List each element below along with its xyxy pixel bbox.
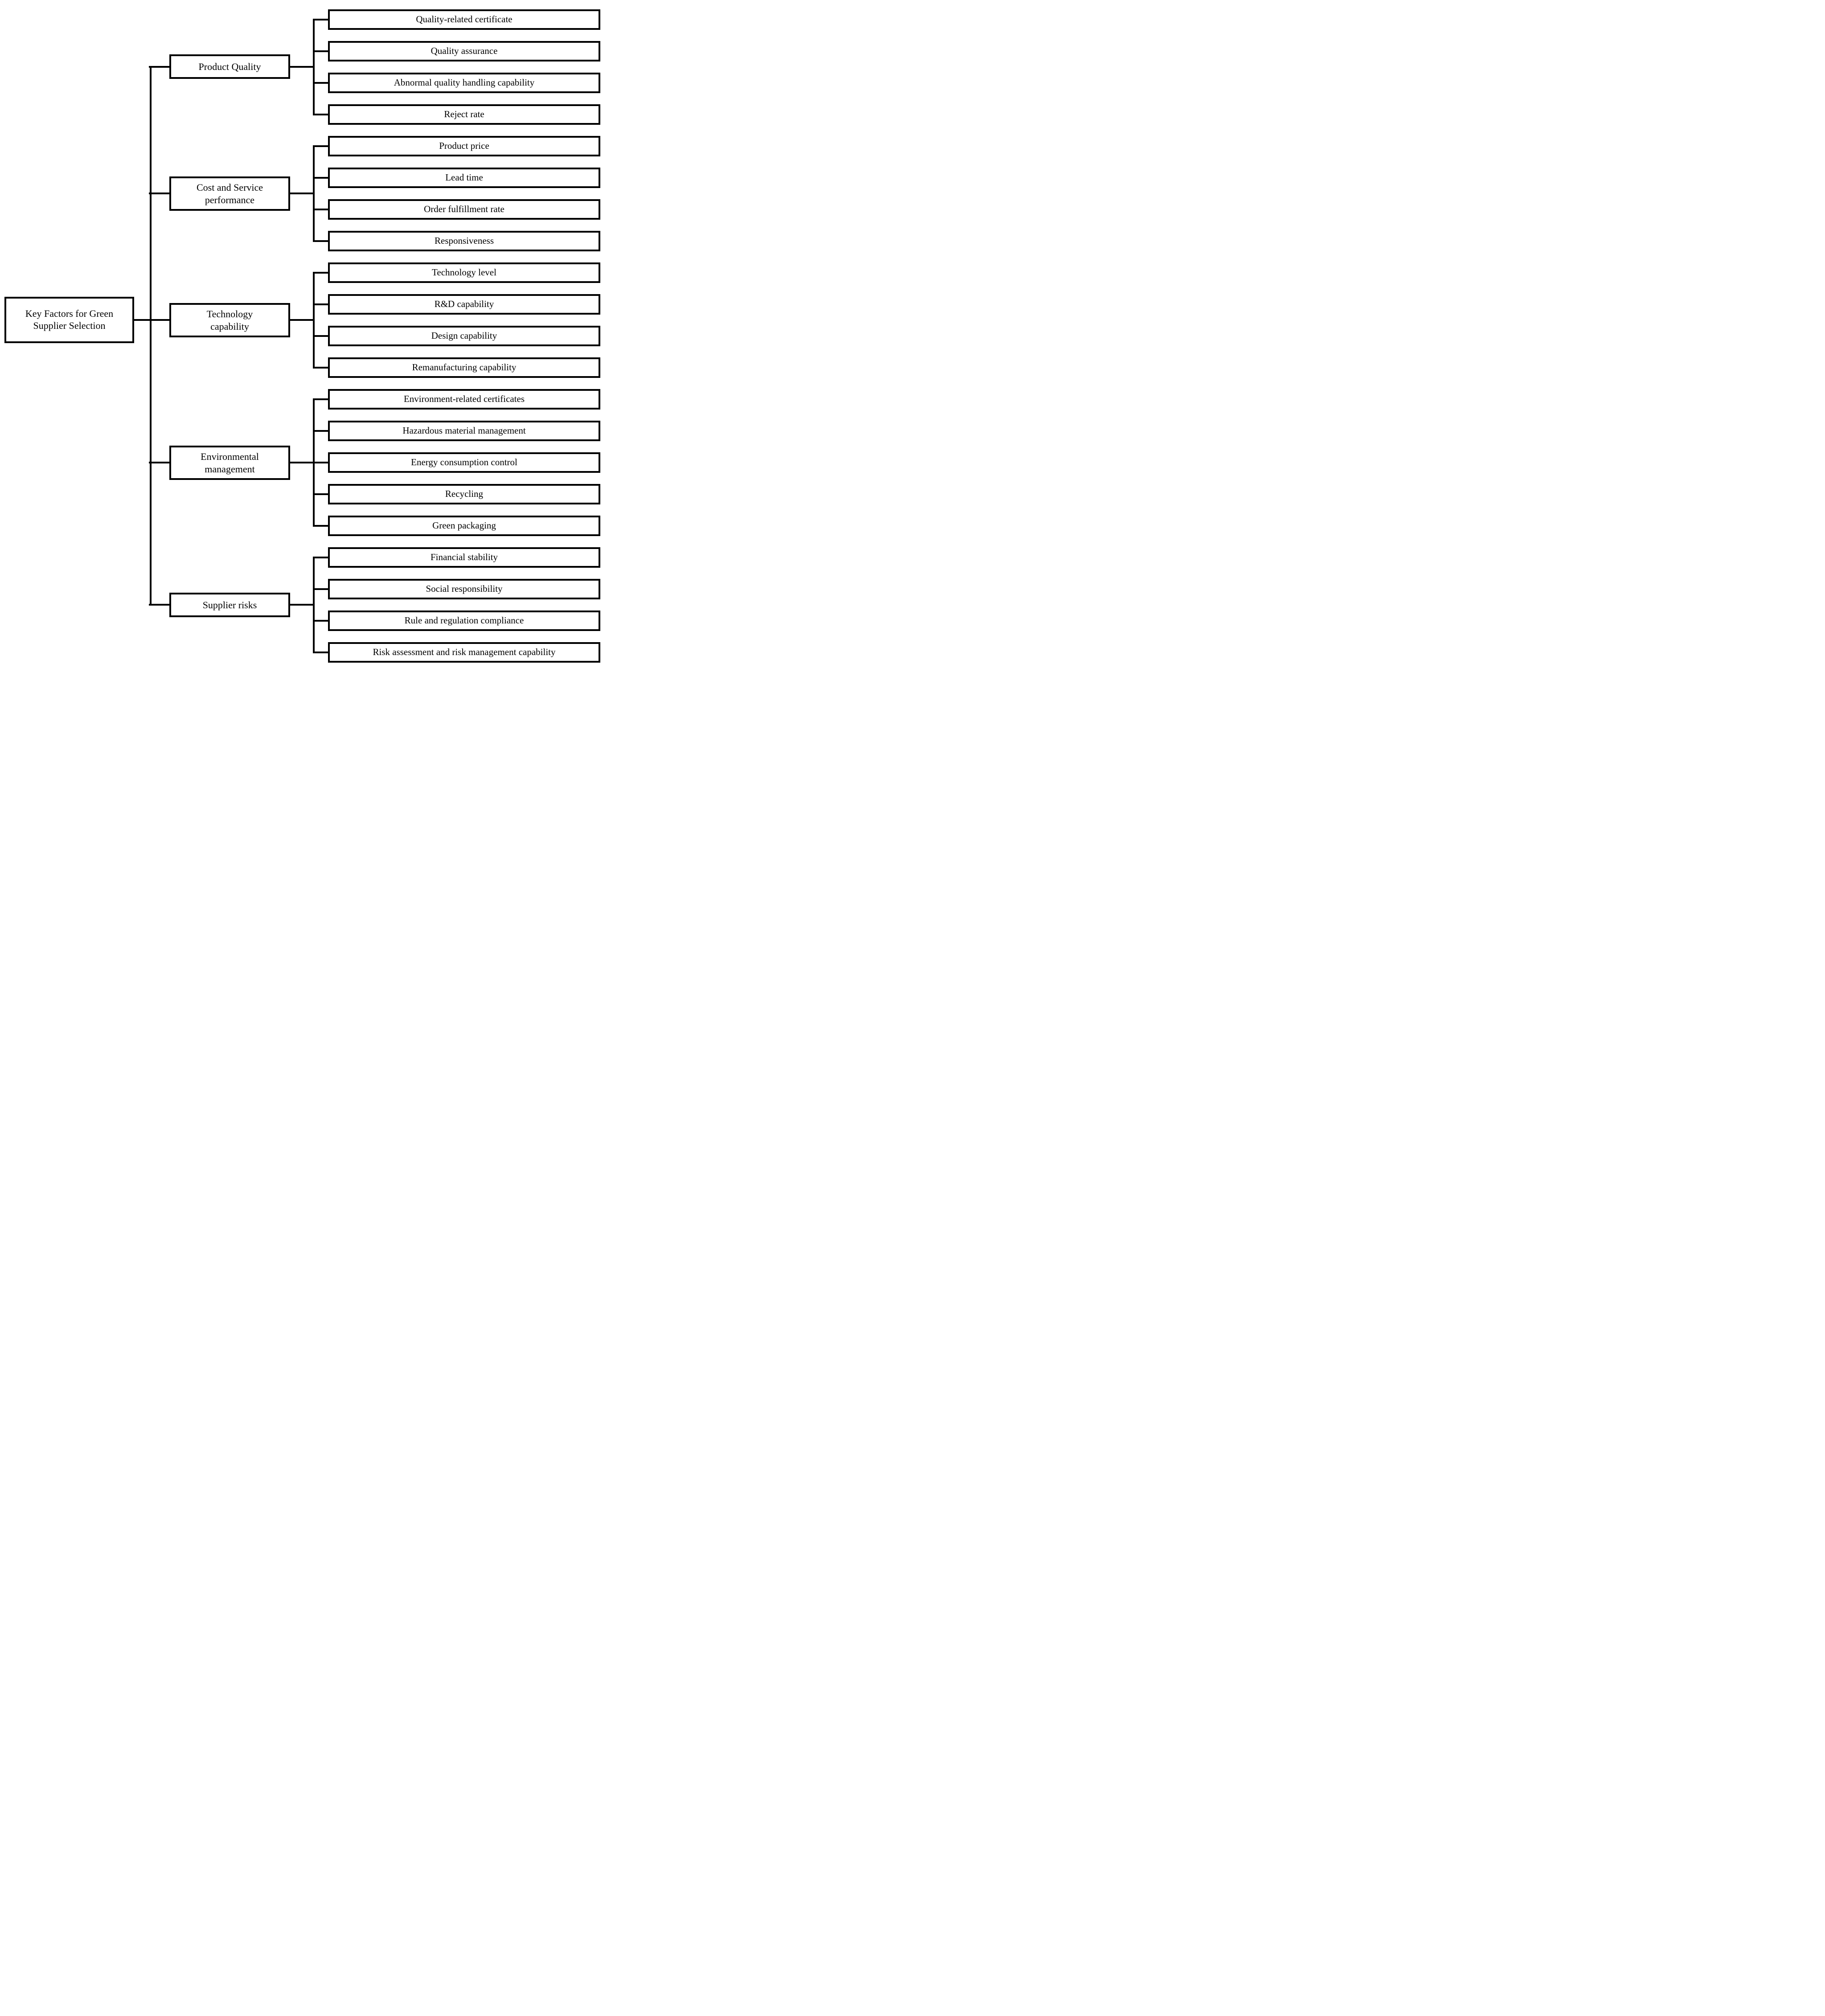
leaf-label: Green packaging	[432, 520, 496, 531]
leaf-label: Order fulfillment rate	[424, 204, 504, 215]
leaf-stub-line	[313, 335, 330, 337]
leaf-stub-line	[313, 177, 330, 179]
category-node-cost-service: Cost and Service performance	[169, 176, 290, 211]
branch-line-environmental	[149, 462, 170, 463]
category-node-environmental: Environmental management	[169, 446, 290, 480]
leaf-node: Social responsibility	[328, 579, 600, 599]
leaf-node: Reject rate	[328, 104, 600, 125]
category-branch-line	[289, 604, 315, 606]
leaf-node: Risk assessment and risk management capa…	[328, 642, 600, 663]
category-node-technology: Technology capability	[169, 303, 290, 337]
leaf-node: Quality assurance	[328, 41, 600, 61]
leaf-label: Responsiveness	[435, 235, 494, 246]
branch-line-technology	[149, 319, 170, 321]
leaf-node: Design capability	[328, 326, 600, 346]
leaf-stub-line	[313, 367, 330, 369]
category-node-supplier-risks: Supplier risks	[169, 593, 290, 617]
leaf-stub-line	[313, 398, 330, 400]
leaf-stub-line	[313, 82, 330, 84]
category-branch-line	[289, 66, 315, 68]
branch-line-product-quality	[149, 66, 170, 68]
leaf-label: Lead time	[445, 172, 483, 183]
leaf-node: Technology level	[328, 262, 600, 283]
leaf-node: Environment-related certificates	[328, 389, 600, 410]
category-label: Supplier risks	[202, 599, 257, 611]
leaf-label: Environment-related certificates	[403, 393, 525, 405]
leaf-label: Abnormal quality handling capability	[394, 77, 535, 88]
leaf-stub-line	[313, 145, 330, 147]
leaf-node: Abnormal quality handling capability	[328, 73, 600, 93]
leaf-stub-line	[313, 430, 330, 432]
leaf-label: Quality assurance	[431, 45, 498, 57]
branch-line-cost-service	[149, 193, 170, 194]
leaf-stub-line	[313, 652, 330, 653]
leaf-node: R&D capability	[328, 294, 600, 315]
leaf-stub-line	[313, 240, 330, 242]
branch-line-supplier-risks	[149, 604, 170, 606]
leaf-stub-line	[313, 620, 330, 622]
leaf-stub-line	[313, 50, 330, 52]
leaf-label: Design capability	[431, 330, 497, 341]
leaf-label: Hazardous material management	[402, 425, 526, 436]
leaf-node: Responsiveness	[328, 231, 600, 251]
leaf-label: Remanufacturing capability	[412, 362, 517, 373]
leaf-node: Quality-related certificate	[328, 9, 600, 30]
bracket-line-supplier-risks	[313, 557, 315, 653]
leaf-node: Lead time	[328, 168, 600, 188]
leaf-stub-line	[313, 114, 330, 115]
leaf-label: Financial stability	[430, 552, 498, 563]
leaf-node: Hazardous material management	[328, 421, 600, 441]
category-node-product-quality: Product Quality	[169, 54, 290, 79]
leaf-label: R&D capability	[434, 299, 494, 310]
bracket-line-technology	[313, 272, 315, 369]
leaf-stub-line	[313, 303, 330, 305]
leaf-label: Rule and regulation compliance	[404, 615, 524, 626]
category-branch-line	[289, 462, 315, 463]
category-label: Cost and Service performance	[196, 182, 263, 205]
root-branch-line	[133, 319, 151, 321]
category-label: Product Quality	[198, 61, 261, 72]
leaf-node: Remanufacturing capability	[328, 357, 600, 378]
category-label: Environmental management	[201, 451, 259, 475]
category-branch-line	[289, 193, 315, 194]
leaf-node: Product price	[328, 136, 600, 156]
bracket-line-cost-service	[313, 145, 315, 242]
leaf-stub-line	[313, 272, 330, 274]
leaf-label: Recycling	[445, 488, 484, 500]
leaf-label: Quality-related certificate	[416, 14, 513, 25]
leaf-stub-line	[313, 493, 330, 495]
trunk-line	[150, 66, 152, 606]
leaf-label: Product price	[439, 140, 489, 152]
leaf-stub-line	[313, 588, 330, 590]
green-supplier-selection-tree-diagram: Key Factors for Green Supplier Selection…	[0, 0, 608, 672]
leaf-node: Green packaging	[328, 516, 600, 536]
leaf-node: Order fulfillment rate	[328, 199, 600, 220]
category-label: Technology capability	[206, 308, 253, 332]
leaf-label: Energy consumption control	[411, 457, 517, 468]
leaf-stub-line	[313, 209, 330, 210]
category-branch-line	[289, 319, 315, 321]
leaf-stub-line	[313, 19, 330, 20]
leaf-label: Technology level	[432, 267, 496, 278]
leaf-label: Social responsibility	[426, 583, 503, 594]
leaf-node: Recycling	[328, 484, 600, 504]
root-node: Key Factors for Green Supplier Selection	[4, 297, 134, 343]
leaf-label: Reject rate	[444, 109, 484, 120]
leaf-node: Financial stability	[328, 547, 600, 568]
leaf-node: Rule and regulation compliance	[328, 611, 600, 631]
leaf-stub-line	[313, 462, 330, 463]
leaf-stub-line	[313, 557, 330, 558]
bracket-line-product-quality	[313, 19, 315, 115]
leaf-stub-line	[313, 525, 330, 527]
leaf-label: Risk assessment and risk management capa…	[373, 647, 556, 658]
leaf-node: Energy consumption control	[328, 452, 600, 473]
root-node-label: Key Factors for Green Supplier Selection	[25, 308, 114, 331]
